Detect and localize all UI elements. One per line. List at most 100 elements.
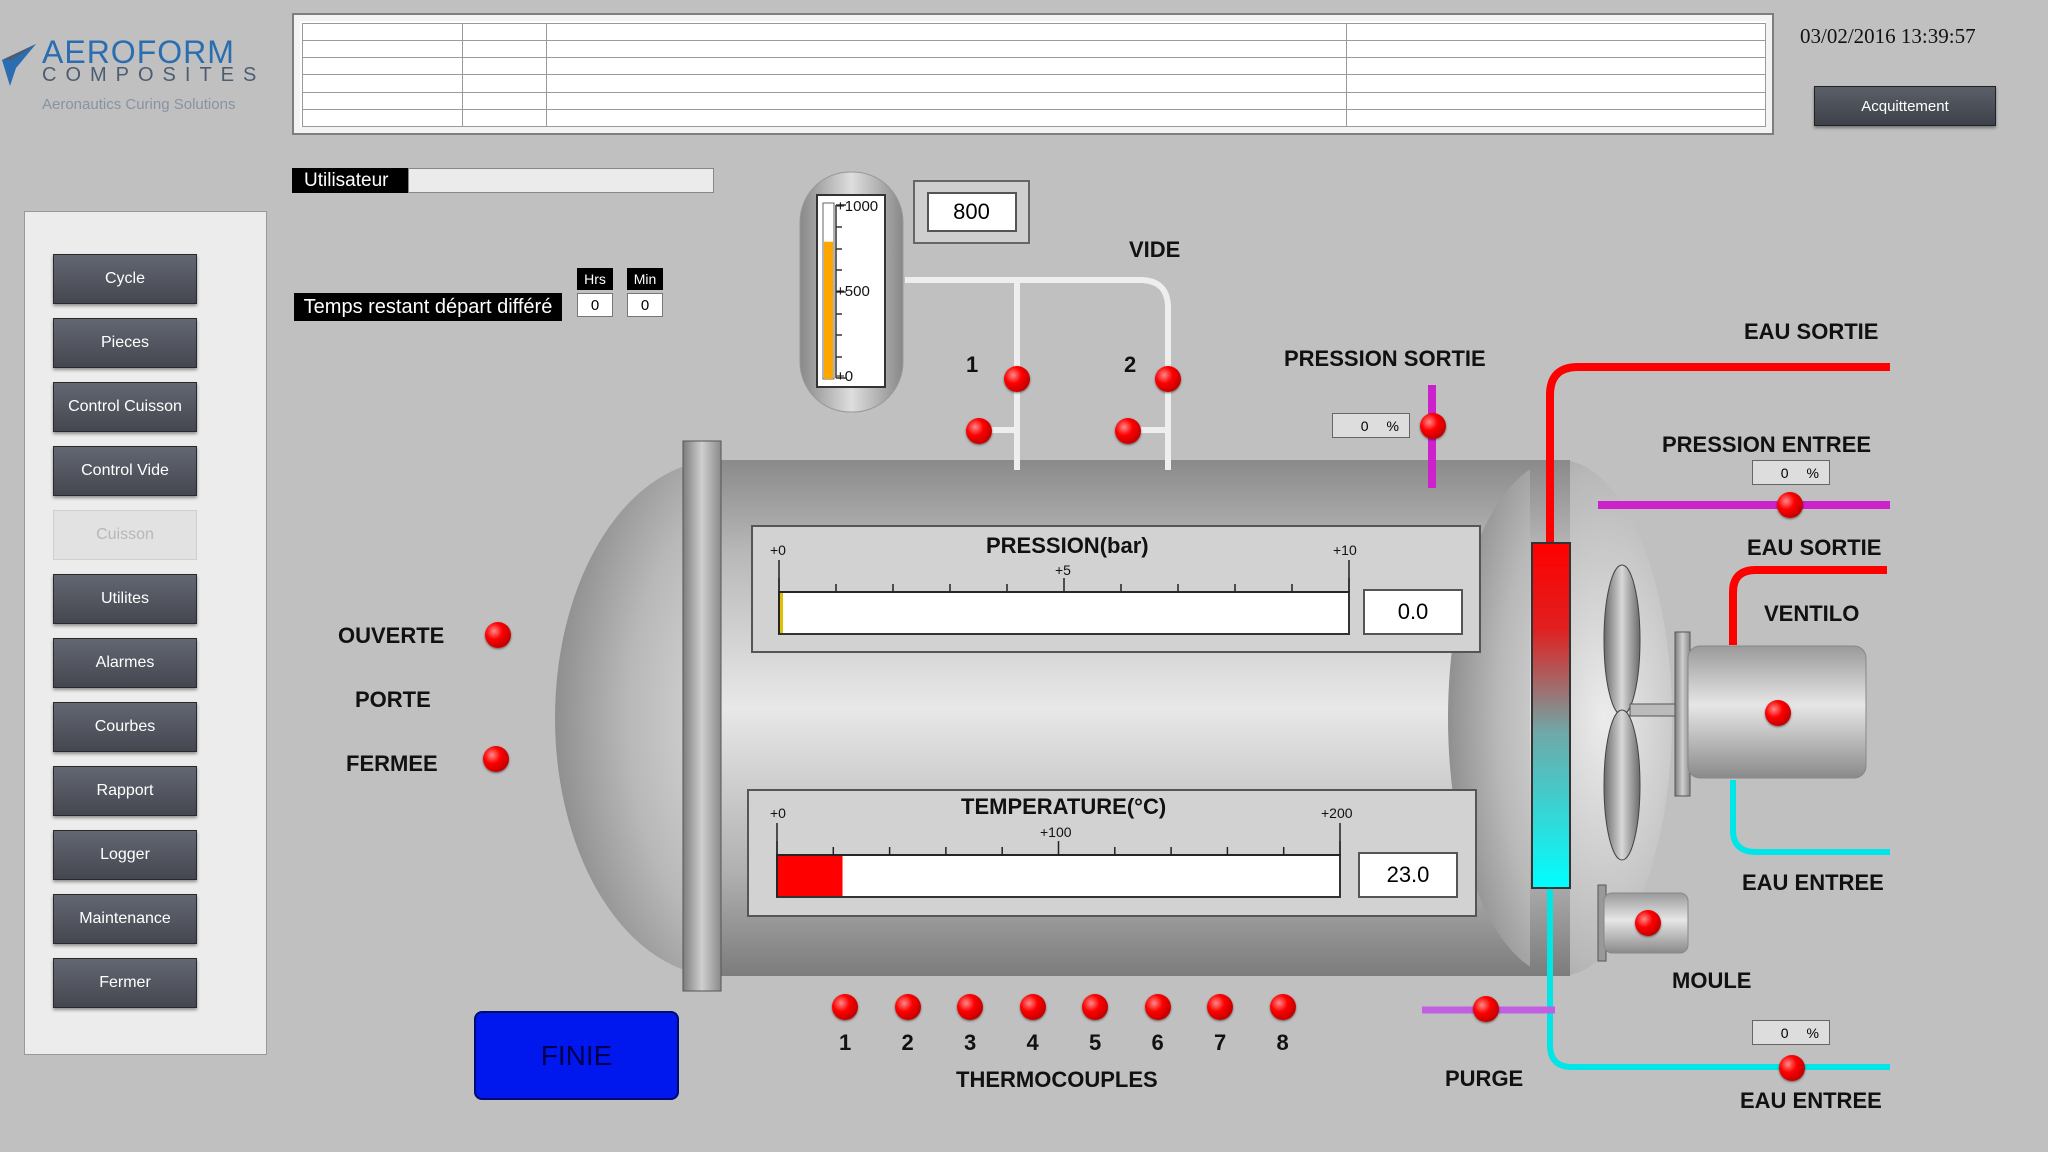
pressure-in-label: PRESSION ENTREE: [1662, 432, 1872, 457]
vacuum-valve-2-label: 2: [1124, 352, 1137, 377]
door-open-led[interactable]: [485, 622, 511, 648]
thermocouple-led-3[interactable]: [957, 994, 983, 1020]
thermocouple-number-3: 3: [964, 1030, 977, 1055]
thermocouple-number-8: 8: [1276, 1030, 1289, 1055]
acknowledge-button[interactable]: Acquittement: [1814, 86, 1996, 126]
pressure-in-value: 0: [1780, 464, 1789, 481]
mould-led[interactable]: [1635, 910, 1661, 936]
datetime-display: 03/02/2016 13:39:57: [1800, 24, 1976, 48]
nav-control-vide-button[interactable]: Control Vide: [53, 446, 197, 496]
table-row[interactable]: [302, 74, 1766, 93]
nav-courbes-button[interactable]: Courbes: [53, 702, 197, 752]
pressure-gauge-title: PRESSION(bar): [986, 533, 1149, 558]
thermocouple-led-7[interactable]: [1207, 994, 1233, 1020]
pressure-out-field[interactable]: 0 %: [1332, 413, 1410, 438]
door-flange: [682, 440, 722, 992]
logo-tagline: Aeronautics Curing Solutions: [42, 96, 236, 113]
table-row[interactable]: [302, 40, 1766, 59]
water-in-bottom-value: 0: [1780, 1024, 1789, 1041]
pressure-in-led[interactable]: [1777, 492, 1803, 518]
water-in-mid-label: EAU ENTREE: [1742, 870, 1884, 895]
pressure-scale-ticks: [778, 578, 1350, 592]
temperature-scale-ticks: [776, 841, 1341, 855]
door-open-label: OUVERTE: [338, 623, 445, 648]
water-out-mid-label: EAU SORTIE: [1747, 535, 1882, 560]
thermocouple-number-6: 6: [1151, 1030, 1164, 1055]
alarm-table[interactable]: [292, 13, 1774, 135]
pressure-out-value: 0: [1360, 417, 1369, 434]
nav-fermer-button[interactable]: Fermer: [53, 958, 197, 1008]
thermocouple-number-5: 5: [1089, 1030, 1102, 1055]
deferred-start-label: Temps restant départ différé: [294, 293, 562, 321]
nav-maintenance-button[interactable]: Maintenance: [53, 894, 197, 944]
nav-alarmes-button[interactable]: Alarmes: [53, 638, 197, 688]
vacuum-scale-min: +0: [836, 368, 854, 385]
logo-sub: COMPOSITES: [42, 64, 266, 86]
mould-label: MOULE: [1672, 968, 1752, 993]
nav-rapport-button[interactable]: Rapport: [53, 766, 197, 816]
purge-led[interactable]: [1473, 996, 1499, 1022]
nav-cycle-button[interactable]: Cycle: [53, 254, 197, 304]
water-in-bottom-field[interactable]: 0 %: [1752, 1020, 1830, 1045]
nav-logger-button[interactable]: Logger: [53, 830, 197, 880]
pressure-value-display: 0.0: [1363, 589, 1463, 635]
heat-exchanger: [1531, 542, 1571, 889]
door-closed-label: FERMEE: [346, 751, 438, 776]
user-label: Utilisateur: [292, 168, 408, 193]
door-title: PORTE: [355, 687, 431, 712]
pressure-out-led[interactable]: [1420, 413, 1446, 439]
company-logo: AEROFORM COMPOSITES Aeronautics Curing S…: [0, 34, 300, 124]
pressure-in-field[interactable]: 0 %: [1752, 460, 1830, 485]
thermocouples-label: THERMOCOUPLES: [956, 1067, 1158, 1092]
vacuum-valve-2-led[interactable]: [1155, 366, 1181, 392]
hours-value[interactable]: 0: [577, 293, 613, 317]
thermocouple-led-6[interactable]: [1144, 994, 1171, 1020]
thermocouple-led-2[interactable]: [894, 994, 921, 1020]
vacuum-valve-1-led[interactable]: [1004, 366, 1030, 392]
pressure-scale-min: +0: [770, 542, 786, 558]
logo-wing-icon: [2, 44, 36, 86]
thermocouple-number-2: 2: [901, 1030, 914, 1055]
thermocouple-number-7: 7: [1214, 1030, 1227, 1055]
user-field[interactable]: [408, 168, 714, 193]
ventilo-led[interactable]: [1765, 700, 1791, 726]
temperature-scale-mid: +100: [1040, 824, 1072, 840]
nav-utilites-button[interactable]: Utilites: [53, 574, 197, 624]
table-row[interactable]: [302, 91, 1766, 110]
logo-brand: AEROFORM: [42, 34, 235, 70]
vacuum-line-1-led[interactable]: [966, 418, 992, 444]
nav-control-cuisson-button[interactable]: Control Cuisson: [53, 382, 197, 432]
table-row[interactable]: [302, 57, 1766, 76]
ventilo-label: VENTILO: [1764, 601, 1860, 626]
water-out-top-label: EAU SORTIE: [1744, 319, 1879, 344]
temperature-level-bar: [778, 856, 843, 896]
table-row[interactable]: [302, 108, 1766, 128]
thermocouple-led-8[interactable]: [1269, 994, 1296, 1020]
vacuum-setpoint-frame: 800: [913, 180, 1030, 244]
pressure-scale-max: +10: [1333, 542, 1357, 558]
status-finie-button[interactable]: FINIE: [474, 1011, 679, 1100]
vacuum-valve-1-label: 1: [966, 352, 979, 377]
water-in-bottom-label: EAU ENTREE: [1740, 1088, 1882, 1113]
thermocouple-led-1[interactable]: [832, 994, 858, 1020]
temperature-value-display: 23.0: [1358, 852, 1458, 898]
purge-label: PURGE: [1445, 1066, 1524, 1091]
hot-water-lines: [1546, 363, 1890, 645]
water-in-bottom-led[interactable]: [1779, 1055, 1805, 1081]
pressure-out-label: PRESSION SORTIE: [1284, 346, 1486, 371]
minutes-value[interactable]: 0: [627, 293, 663, 317]
door-closed-led[interactable]: [483, 746, 509, 772]
vacuum-title: VIDE: [1129, 237, 1181, 262]
thermocouple-led-4[interactable]: [1019, 994, 1046, 1020]
vacuum-scale-max: +1000: [836, 198, 879, 215]
temperature-scale-max: +200: [1321, 805, 1353, 821]
nav-pieces-button[interactable]: Pieces: [53, 318, 197, 368]
vacuum-setpoint-value[interactable]: 800: [926, 192, 1017, 232]
thermocouple-led-5[interactable]: [1082, 994, 1108, 1020]
nav-cuisson-button[interactable]: Cuisson: [53, 510, 197, 560]
vacuum-line-2-led[interactable]: [1115, 418, 1141, 444]
vacuum-level-bar: [824, 241, 833, 379]
sidebar-nav: Cycle Pieces Control Cuisson Control Vid…: [24, 211, 267, 1055]
